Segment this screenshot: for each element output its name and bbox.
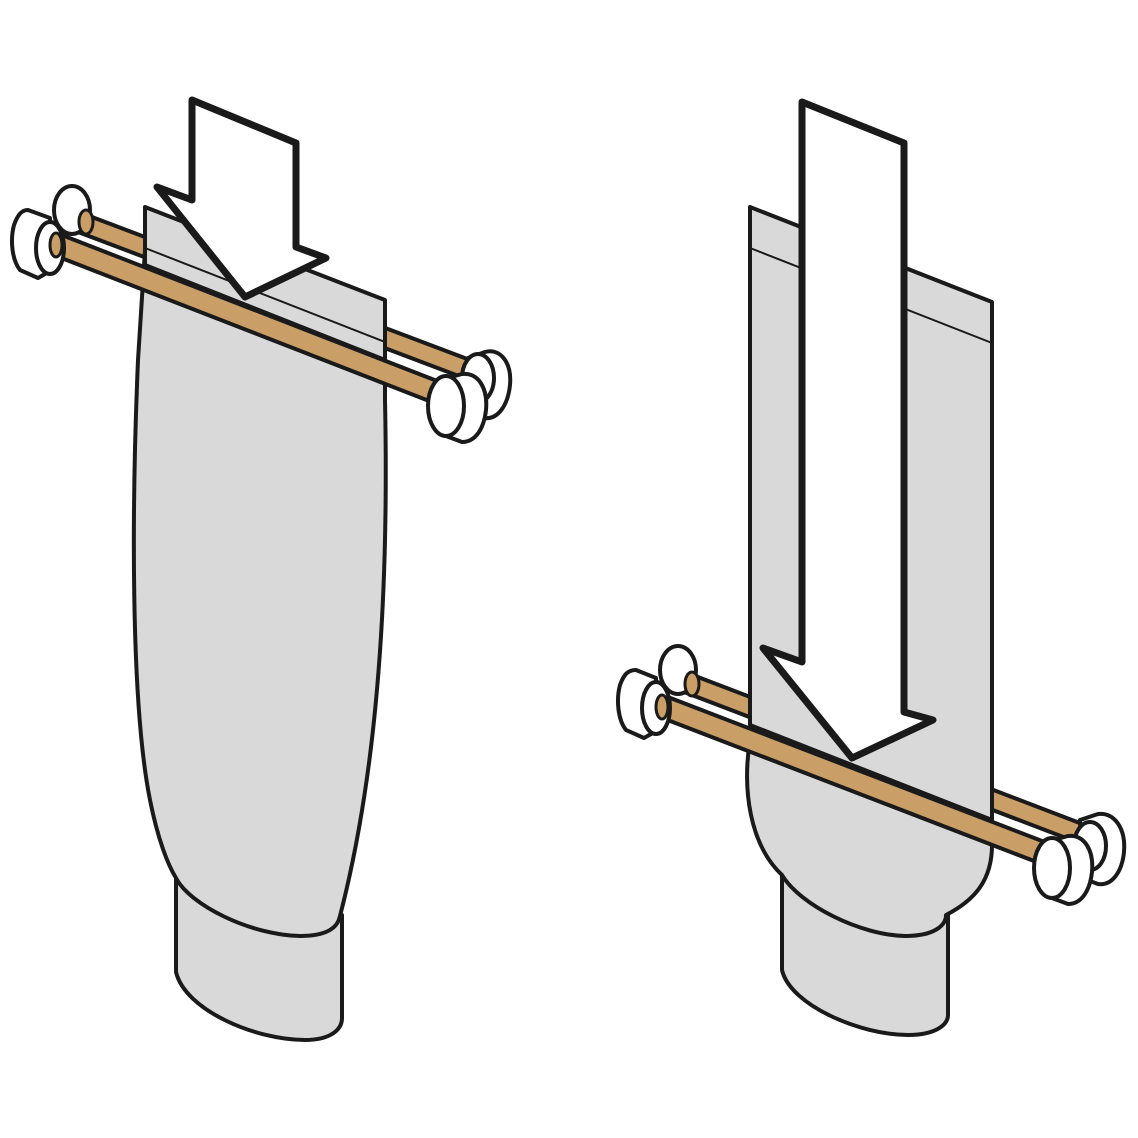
rod-cap-icon	[1032, 833, 1095, 906]
rod-cap-icon	[658, 644, 701, 698]
panel-right	[616, 98, 1127, 1037]
rod-front-right	[616, 668, 1095, 906]
rod-cap-icon	[52, 184, 95, 236]
panel-left	[10, 96, 513, 1042]
rod-front-left	[10, 208, 489, 444]
push-arrow-icon	[759, 98, 937, 762]
rod-cap-icon	[616, 668, 672, 740]
push-arrow-icon	[153, 96, 330, 301]
rod-cap-icon	[10, 208, 66, 280]
rod-cap-icon	[426, 371, 489, 444]
